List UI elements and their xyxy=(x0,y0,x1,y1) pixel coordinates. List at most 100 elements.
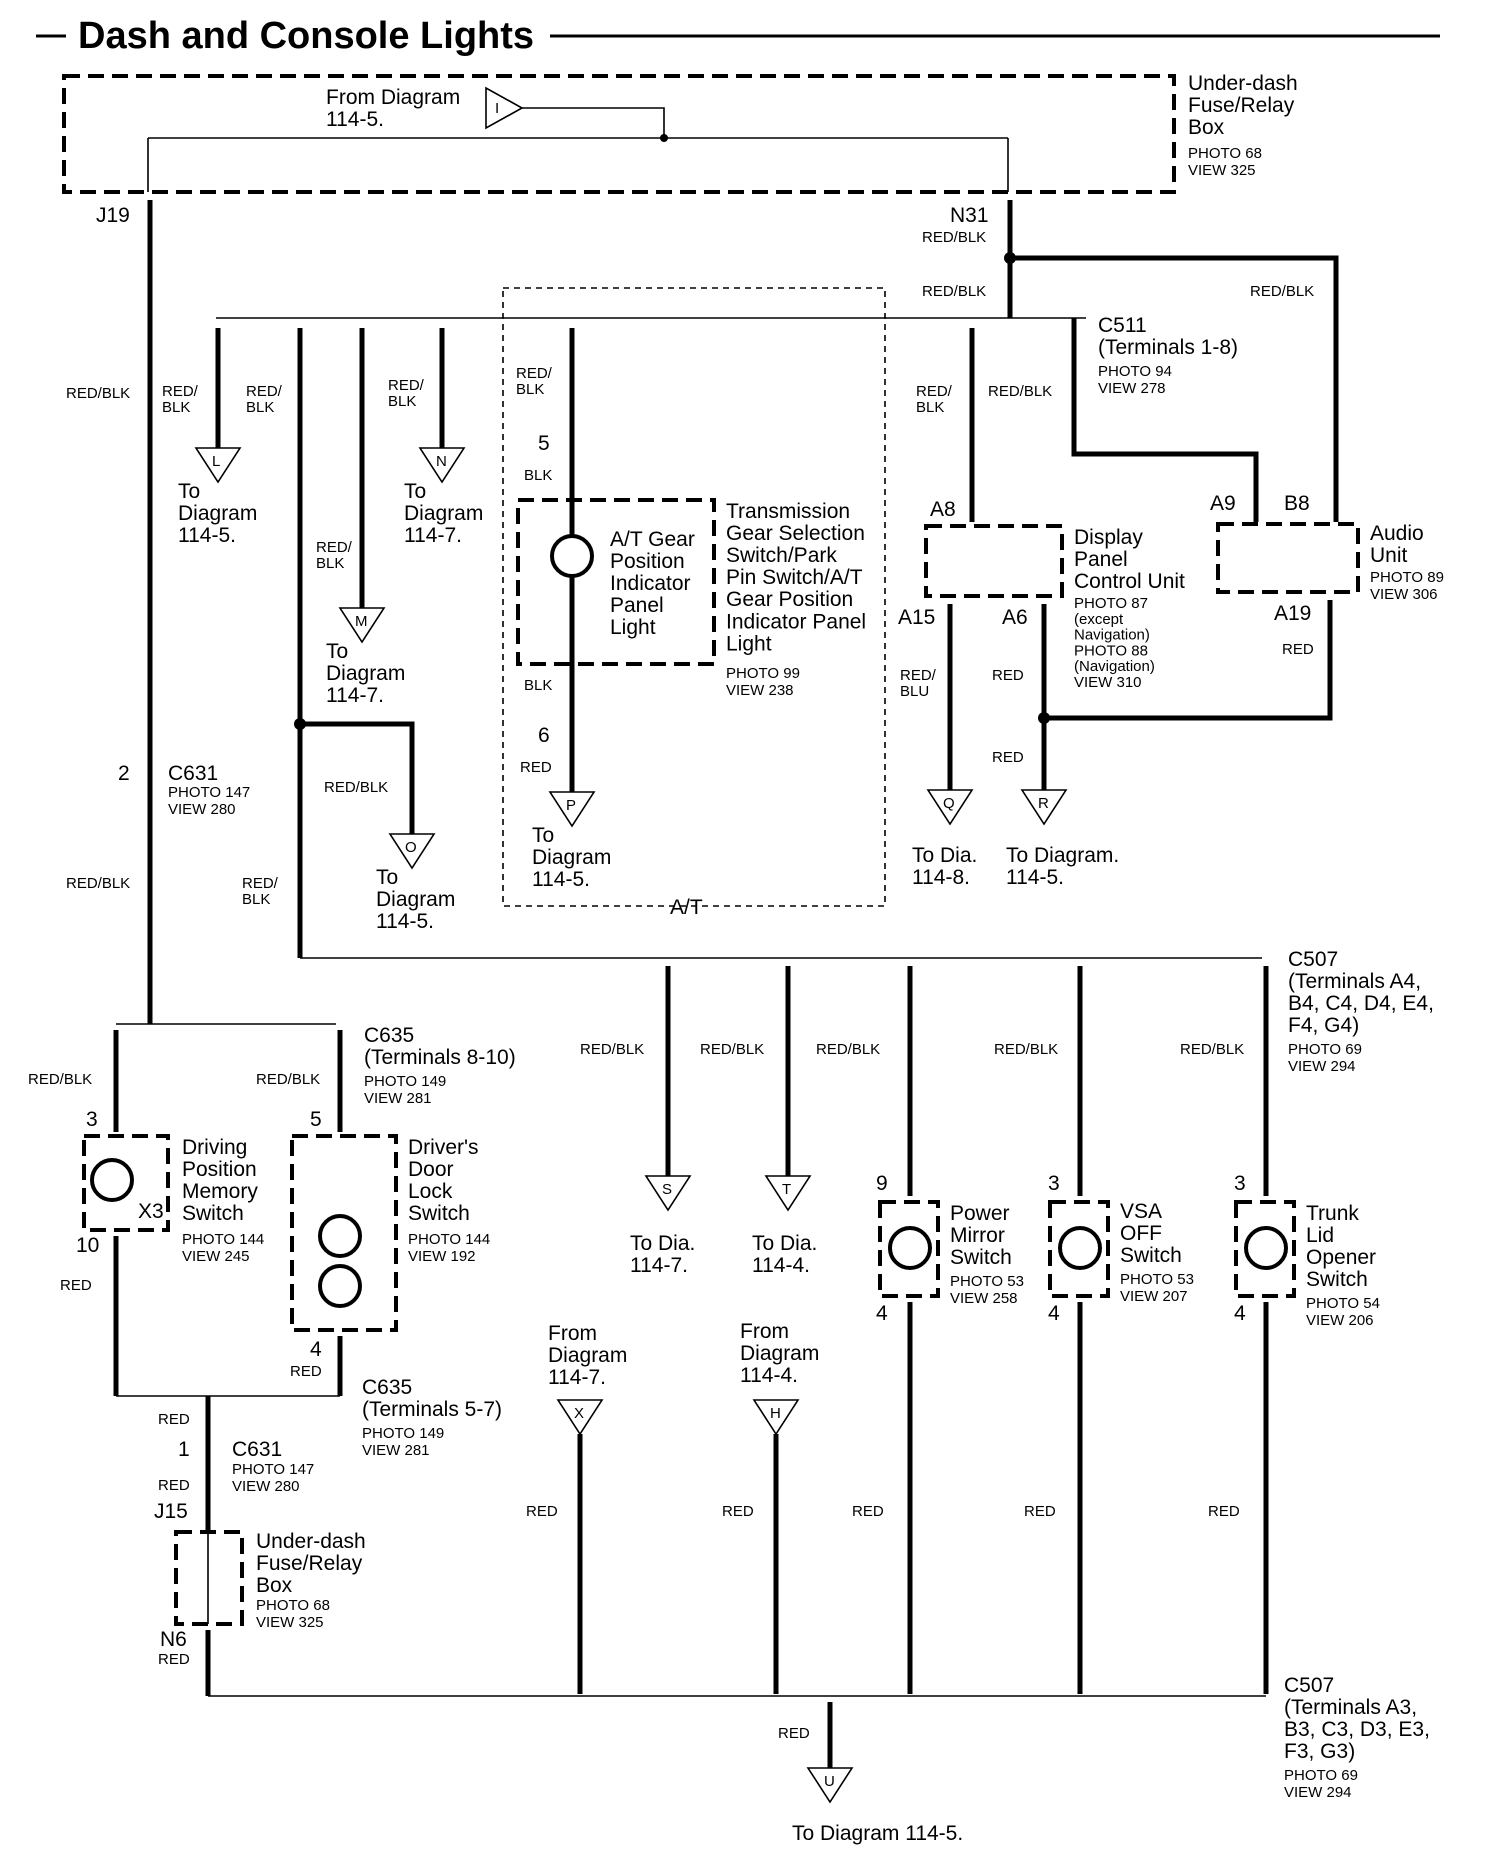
ref-m-triangle xyxy=(338,607,386,644)
c507-bottom-name: C507(Terminals A3,B3, C3, D3, E3,F3, G3) xyxy=(1284,1674,1430,1763)
driving-position-photo: PHOTO 144 xyxy=(182,1231,264,1248)
ref-p-letter: P xyxy=(566,797,576,814)
ref-n-letter: N xyxy=(436,453,447,470)
wire-audio-color: RED/BLK xyxy=(1250,283,1314,300)
ref-p-triangle xyxy=(548,791,596,828)
power-mirror-photo: PHOTO 53 xyxy=(950,1273,1024,1290)
vsa-off-lamp-icon xyxy=(1058,1226,1102,1270)
ref-h-letter: H xyxy=(770,1405,781,1422)
wire-a15-color: RED/BLU xyxy=(900,667,937,700)
wire-j15-red: RED xyxy=(158,1477,190,1494)
c511-name: C511(Terminals 1-8) xyxy=(1098,314,1238,359)
power-mirror-box xyxy=(878,1200,940,1298)
terminal-j19: J19 xyxy=(96,204,130,227)
c511-view: VIEW 278 xyxy=(1098,380,1166,397)
c635-top-photo: PHOTO 149 xyxy=(364,1073,446,1090)
c635-bottom-photo: PHOTO 149 xyxy=(362,1425,444,1442)
wire-at-blk-2: BLK xyxy=(524,677,552,694)
wire-a9-color: RED/BLK xyxy=(988,383,1052,400)
ref-u-letter: U xyxy=(824,1773,835,1790)
c631-top-pin: 2 xyxy=(118,762,130,785)
wire-l-color: RED/BLK xyxy=(162,383,199,416)
audio-unit-box xyxy=(1216,522,1360,594)
ref-x-letter: X xyxy=(574,1405,584,1422)
wire-branch-color: RED/BLK xyxy=(246,383,283,416)
c507-bottom-photo: PHOTO 69 xyxy=(1284,1767,1358,1784)
ref-q-text: To Dia.114-8. xyxy=(912,844,977,889)
wire-r-color: RED xyxy=(992,749,1024,766)
ref-o-triangle xyxy=(388,833,436,870)
c631-bottom-pin: 1 xyxy=(178,1438,190,1461)
terminal-n31: N31 xyxy=(950,204,989,227)
trunk-lid-photo: PHOTO 54 xyxy=(1306,1295,1380,1312)
c507-bottom-view: VIEW 294 xyxy=(1284,1784,1352,1801)
driving-position-box xyxy=(82,1134,170,1232)
c635-top-name: C635(Terminals 8-10) xyxy=(364,1024,516,1069)
ref-l-triangle xyxy=(194,447,242,484)
at-label: A/T xyxy=(670,896,703,919)
vsa-off-view: VIEW 207 xyxy=(1120,1288,1188,1305)
wire-h-red: RED xyxy=(722,1503,754,1520)
ref-t-letter: T xyxy=(782,1181,791,1198)
fuse-box-top xyxy=(62,74,1176,194)
ref-q-letter: Q xyxy=(943,795,955,812)
audio-unit-photo: PHOTO 89 xyxy=(1370,569,1444,586)
wire-audio-a19 xyxy=(1044,600,1333,721)
fuse-internal-wire xyxy=(522,107,665,138)
wire-n-color: RED/BLK xyxy=(388,377,425,410)
at-section-box xyxy=(502,287,886,907)
trunk-lid-box xyxy=(1234,1200,1296,1298)
power-mirror-lamp-icon xyxy=(888,1226,932,1270)
fuse-bottom-view: VIEW 325 xyxy=(256,1614,324,1631)
terminal-a8: A8 xyxy=(930,498,956,521)
door-pin-4: 4 xyxy=(310,1338,322,1361)
wire-a6-color: RED xyxy=(992,667,1024,684)
ref-r-text: To Diagram.114-5. xyxy=(1006,844,1119,889)
door-lock-led-1-icon xyxy=(318,1214,362,1258)
terminal-j15: J15 xyxy=(154,1500,188,1523)
trunk-lid-lamp-icon xyxy=(1244,1226,1288,1270)
wire-audio-b8 xyxy=(1010,255,1339,522)
wire-branch-color-2: RED/BLK xyxy=(242,875,279,908)
wire-a19-color: RED xyxy=(1282,641,1314,658)
at-gear-bulb-icon xyxy=(550,534,594,578)
c507-top-name: C507(Terminals A4,B4, C4, D4, E4,F4, G4) xyxy=(1288,948,1434,1037)
wire-n31-color: RED/BLK xyxy=(922,229,986,246)
c631-bottom-name: C631 xyxy=(232,1438,282,1461)
ref-s-triangle xyxy=(644,1175,692,1212)
ref-i-triangle xyxy=(485,86,524,130)
door-lock-photo: PHOTO 144 xyxy=(408,1231,490,1248)
c507-top-view: VIEW 294 xyxy=(1288,1058,1356,1075)
c631-bottom-photo: PHOTO 147 xyxy=(232,1461,314,1478)
wire-door-color: RED/BLK xyxy=(256,1071,320,1088)
wire-trunk-color: RED/BLK xyxy=(1180,1041,1244,1058)
driving-position-view: VIEW 245 xyxy=(182,1248,250,1265)
wire-at-red: RED xyxy=(520,759,552,776)
driving-pin-10: 10 xyxy=(76,1234,99,1257)
ref-q-triangle xyxy=(926,789,974,826)
wire-vsa-red: RED xyxy=(1024,1503,1056,1520)
c635-top-view: VIEW 281 xyxy=(364,1090,432,1107)
wire-audio-a9 xyxy=(1071,318,1259,522)
terminal-n6: N6 xyxy=(160,1628,187,1651)
wire-n31-color-2: RED/BLK xyxy=(922,283,986,300)
trunk-pin-3: 3 xyxy=(1234,1172,1246,1195)
ref-h-triangle xyxy=(752,1399,800,1436)
ref-u-text: To Diagram 114-5. xyxy=(792,1822,963,1845)
wire-at-color: RED/BLK xyxy=(516,365,553,398)
trunk-lid-view: VIEW 206 xyxy=(1306,1312,1374,1329)
vsa-pin-3: 3 xyxy=(1048,1172,1060,1195)
wire-mirror-color: RED/BLK xyxy=(816,1041,880,1058)
at-gear-light-box xyxy=(516,498,716,666)
